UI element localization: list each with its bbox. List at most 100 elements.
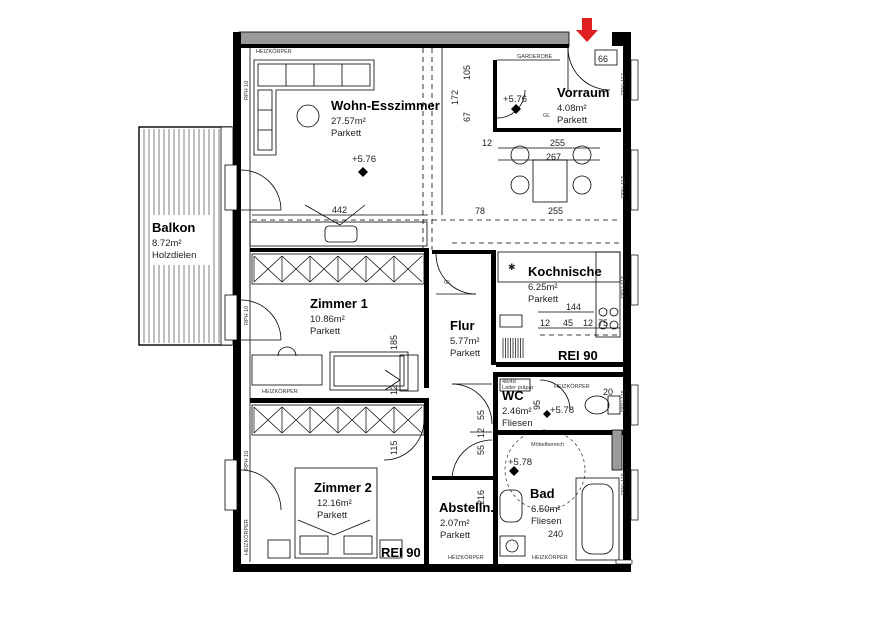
level-marker-icon: [358, 167, 368, 177]
heizkoerper-label: HEIZKÖRPER: [448, 554, 484, 561]
zimmer2-floor: Parkett: [317, 510, 347, 521]
wardrobe-icon: [251, 404, 425, 436]
dim-172: 172: [450, 90, 460, 105]
zimmer1-floor: Parkett: [310, 326, 340, 337]
balkon-floor: Holzdielen: [152, 250, 196, 261]
fridge-icon: ✱: [508, 262, 516, 272]
abstell-area: 2.07m²: [440, 518, 470, 529]
vertical-dims: 172 105 67: [441, 48, 472, 215]
loader-label: Lader präpar: [502, 385, 534, 391]
wohn-level: +5.76: [352, 154, 376, 165]
moebel-circle: [504, 429, 586, 511]
rph-label: RPH 115: [621, 390, 627, 412]
balkon-area: 8.72m²: [152, 238, 182, 249]
bad-name: Bad: [530, 486, 555, 501]
abstell-name: Abstelln.: [439, 500, 494, 515]
vorraum-gl: GL: [543, 113, 550, 119]
wohn-esszimmer: HEIZKÖRPER Wohn-Esszimmer 27.57m² Parket…: [249, 48, 440, 247]
dining-table-icon: [532, 159, 568, 203]
level-marker-icon: [511, 104, 521, 114]
zimmer2-area: 12.16m²: [317, 498, 352, 509]
kochnische-name: Kochnische: [528, 264, 602, 279]
balkon: Balkon 8.72m² Holzdielen: [138, 126, 234, 346]
bed-icon: [329, 351, 409, 391]
dim-255: 255: [550, 138, 565, 148]
rph-label: RPH 117: [621, 73, 627, 95]
bad-area: 6.50m²: [531, 504, 561, 515]
rph-label: RPH 10: [244, 306, 250, 325]
dim-267: 267: [546, 152, 561, 162]
dim-442: 442: [332, 205, 347, 215]
right-windows: [630, 59, 639, 521]
heizkoerper-label: HEIZKÖRPER: [532, 554, 568, 561]
kochnische-area: 6.25m²: [528, 282, 558, 293]
wc-name: WC: [502, 388, 524, 403]
rph-label: RPH 117: [621, 276, 627, 298]
dim-240: 240: [548, 529, 563, 539]
rph-label: RPH 117: [621, 176, 627, 198]
dim-55a: 55: [476, 410, 486, 420]
rph-label: RPH 10: [244, 451, 250, 470]
dim-67: 67: [462, 112, 472, 122]
dim-12c: 12: [583, 318, 593, 328]
flur-area: 5.77m²: [450, 336, 480, 347]
dim-185: 185: [389, 335, 399, 350]
dim-12e: 12: [476, 428, 486, 438]
heizkoerper-label: HEIZKÖRPER: [256, 48, 292, 55]
zimmer2: 115 Zimmer 2 12.16m² Parkett HEIZKÖRPER …: [243, 398, 429, 566]
rei-90-kueche: REI 90: [558, 348, 598, 363]
wc-area: 2.46m²: [502, 406, 532, 417]
rei-90-zimmer2: REI 90: [381, 545, 421, 560]
dim-75: 75: [598, 318, 608, 328]
wc-level: +5.78: [550, 405, 574, 416]
vorraum-area: 4.08m²: [557, 103, 587, 114]
wohn-floor: Parkett: [331, 128, 361, 139]
flur-name: Flur: [450, 318, 475, 333]
dim-78: 78: [475, 206, 485, 216]
abstell-floor: Parkett: [440, 530, 470, 541]
wohn-area: 27.57m²: [331, 116, 366, 127]
dim-105: 105: [462, 65, 472, 80]
abstellraum: Abstelln. 2.07m² Parkett 216: [439, 372, 498, 566]
flur: GL Flur 5.77m² Parkett 55 12 55: [432, 250, 497, 481]
bad: Möbelbereich +5.78 Bad 6.50m² Fliesen 24…: [448, 429, 623, 561]
entrance-arrow-icon: [576, 18, 598, 42]
vorraum: GARDEROBE 66 Vorraum 4.08m² Parkett +5.7…: [493, 47, 621, 132]
flur-floor: Parkett: [450, 348, 480, 359]
dining-area: 12 255 267 78 255: [475, 138, 600, 216]
washing-machine-icon: [505, 539, 519, 553]
loader-num: 48/48: [502, 379, 516, 385]
dim-115: 115: [389, 441, 399, 455]
zimmer1: Zimmer 1 10.86m² Parkett 185 12 HEIZKÖRP…: [250, 248, 429, 461]
dim-95: 95: [532, 400, 542, 410]
top-wall: [238, 31, 570, 47]
kochnische-floor: Parkett: [528, 294, 558, 305]
heizkoerper-label: HEIZKÖRPER: [262, 388, 298, 395]
balkon-doors: [224, 164, 282, 511]
moebel-label: Möbelbereich: [531, 442, 564, 448]
washbasin-icon: [499, 489, 523, 523]
dim-20: 20: [603, 387, 613, 397]
wardrobe-icon: [251, 253, 425, 285]
coffee-table-icon: [296, 104, 320, 128]
level-marker-icon: [543, 410, 551, 418]
dim-12b: 12: [540, 318, 550, 328]
balkon-name: Balkon: [152, 220, 195, 235]
toilet-icon: [584, 395, 610, 415]
vorraum-floor: Parkett: [557, 115, 587, 126]
vorraum-name: Vorraum: [557, 85, 610, 100]
heizkoerper-label: HEIZKÖRPER: [554, 383, 590, 390]
kochnische: ✱ Kochnische 6.25m² Parkett 144 12 45 12…: [491, 250, 624, 367]
garderobe-label: GARDEROBE: [517, 54, 552, 60]
bad-floor: Fliesen: [531, 516, 562, 527]
wc: 48/48 Lader präpar HEIZKÖRPER WC 2.46m² …: [498, 372, 624, 435]
heizkoerper-label: HEIZKÖRPER: [243, 519, 250, 555]
rph-label: RPH 115: [621, 473, 627, 495]
dim-66: 66: [598, 54, 608, 64]
zimmer2-name: Zimmer 2: [314, 480, 372, 495]
dim-55b: 55: [476, 445, 486, 455]
flur-gl: GL: [444, 280, 451, 286]
dim-144: 144: [566, 302, 581, 312]
dim-45: 45: [563, 318, 573, 328]
